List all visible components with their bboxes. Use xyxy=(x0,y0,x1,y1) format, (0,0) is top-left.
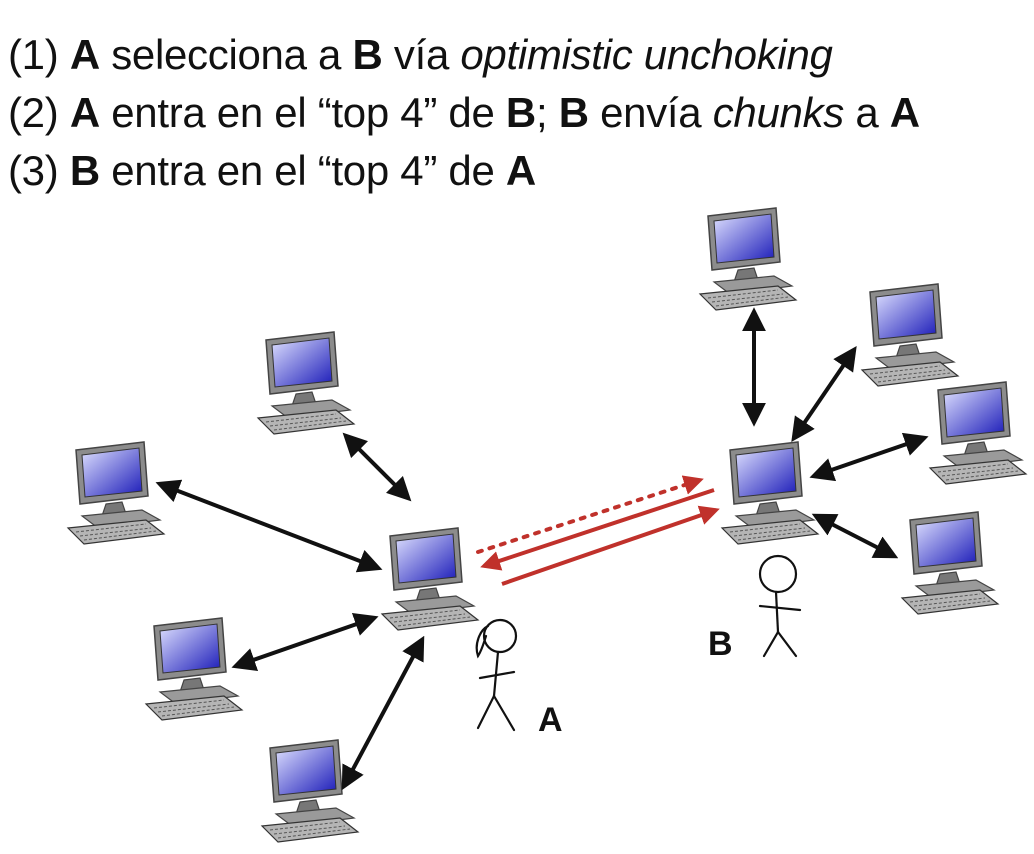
link-arrow xyxy=(809,432,929,482)
step-text: B xyxy=(69,147,100,194)
computer-icon xyxy=(67,441,165,545)
computer-icon xyxy=(257,331,355,435)
computer-icon xyxy=(861,283,959,387)
step-text: selecciona a xyxy=(99,31,353,78)
step-number: (3) xyxy=(8,147,70,194)
step-text: chunks xyxy=(712,89,845,136)
step-text: B xyxy=(505,89,536,136)
b-links xyxy=(742,307,929,559)
computer-a-icon xyxy=(381,527,479,631)
chunks-b-to-a-arrow xyxy=(480,488,715,571)
peer-a-label: A xyxy=(538,701,563,739)
a-to-b-arrow xyxy=(501,505,720,586)
peer-b-figure xyxy=(758,554,802,658)
computer-icon xyxy=(261,739,359,843)
link-arrow xyxy=(791,346,857,442)
step-text: optimistic unchoking xyxy=(460,31,833,78)
step-text: A xyxy=(69,89,100,136)
optimistic-unchoke-arrow xyxy=(476,475,704,554)
step-number: (2) xyxy=(8,89,70,136)
link-arrow xyxy=(811,513,899,559)
step-text: vía xyxy=(382,31,461,78)
computer-icon xyxy=(699,207,797,311)
step-number: (1) xyxy=(8,31,70,78)
link-arrow xyxy=(231,612,379,672)
computer-icon xyxy=(901,511,999,615)
step-text: a xyxy=(843,89,890,136)
exchange-arrows xyxy=(476,475,720,586)
step-1: (1) A selecciona a B vía optimistic unch… xyxy=(8,26,920,84)
link-arrow xyxy=(155,479,383,573)
computer-icon xyxy=(929,381,1027,485)
link-arrow xyxy=(341,635,425,791)
step-text: entra en el “top 4” de xyxy=(99,89,506,136)
step-text: A xyxy=(505,147,536,194)
a-links xyxy=(155,432,425,791)
step-2: (2) A entra en el “top 4” de B; B envía … xyxy=(8,84,920,142)
step-text: B xyxy=(352,31,383,78)
computer-icon xyxy=(145,617,243,721)
step-3: (3) B entra en el “top 4” de A xyxy=(8,142,920,200)
step-text: envía xyxy=(588,89,713,136)
step-text: A xyxy=(889,89,920,136)
step-text: B xyxy=(558,89,589,136)
peer-b-label: B xyxy=(708,625,733,663)
link-arrow xyxy=(342,432,412,502)
step-text: ; xyxy=(535,89,559,136)
step-text: A xyxy=(69,31,100,78)
steps-list: (1) A selecciona a B vía optimistic unch… xyxy=(8,26,920,200)
peer-a-figure xyxy=(475,618,518,732)
step-text: entra en el “top 4” de xyxy=(99,147,506,194)
computer-b-icon xyxy=(721,441,819,545)
